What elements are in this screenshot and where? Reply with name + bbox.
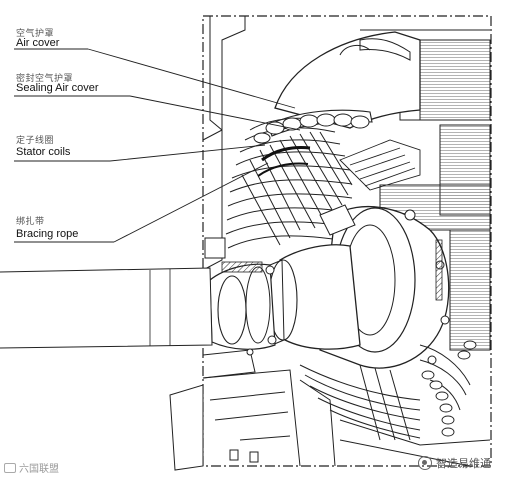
coil-loops — [253, 113, 370, 144]
housing-left-wall — [202, 129, 223, 271]
section-frame — [202, 15, 492, 467]
bracing-rope-band — [261, 146, 311, 162]
watermark-right-text: 智造易维通 — [436, 458, 491, 470]
end-shield-plate — [169, 384, 204, 471]
watermark-left-text: 六国联盟 — [19, 464, 59, 475]
lower-bracing-braid — [421, 340, 477, 437]
shaft — [268, 244, 361, 350]
stator-end-winding — [225, 117, 353, 249]
pole-bars — [339, 139, 421, 191]
label-bracing-rope-zh: 绑扎带 — [16, 216, 45, 226]
wechat-dot-icon — [418, 456, 432, 470]
housing-top-left — [209, 16, 246, 132]
label-air-cover: Air cover — [16, 37, 60, 49]
label-air-cover-zh: 空气护罩 — [16, 28, 55, 38]
label-bracing-rope: Bracing rope — [16, 228, 79, 240]
label-stator-coils-zh: 定子线圈 — [16, 135, 55, 145]
lower-housing — [202, 369, 491, 467]
label-stator-coils: Stator coils — [16, 146, 71, 158]
label-sealing-air-cover-zh: 密封空气护罩 — [16, 73, 74, 83]
watermark-right: 智造易维通 — [418, 455, 491, 471]
watermark-left: 六国联盟 — [4, 460, 59, 475]
label-sealing-air-cover: Sealing Air cover — [16, 82, 99, 94]
leader-lines — [14, 48, 301, 243]
camera-icon — [4, 463, 16, 473]
bearing-assembly — [202, 237, 277, 379]
shaft-stub — [0, 267, 213, 349]
lower-winding — [299, 344, 471, 441]
